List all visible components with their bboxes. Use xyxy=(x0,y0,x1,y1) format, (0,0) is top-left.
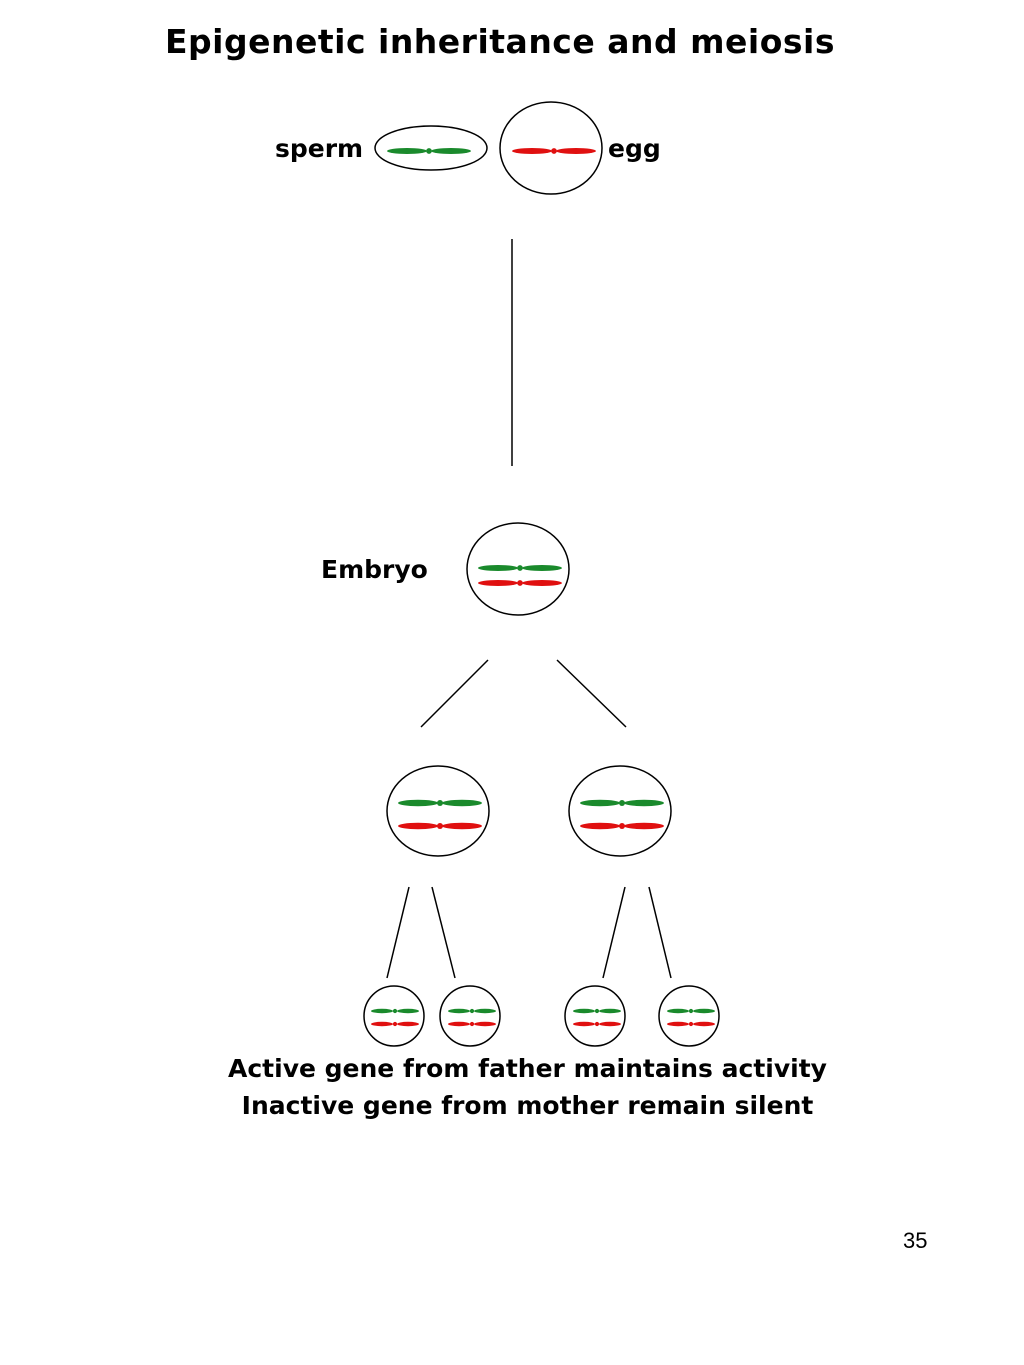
centromere xyxy=(392,1008,398,1014)
maternal-chromosome xyxy=(398,822,482,830)
daughter-cell-outline xyxy=(386,765,490,857)
chromosome-arm xyxy=(580,799,620,807)
gamete-cell xyxy=(363,985,425,1047)
chromosome-arm xyxy=(371,1021,393,1027)
chromosome-arm xyxy=(580,822,620,830)
centromere xyxy=(517,565,523,571)
chromosome-arm xyxy=(522,565,562,571)
chromosome-arm xyxy=(474,1021,496,1027)
maternal-chromosome xyxy=(478,580,562,586)
sperm-cell xyxy=(374,125,488,171)
chromosome-arm xyxy=(624,822,664,830)
sperm-cell-outline xyxy=(374,125,488,171)
chromosome-arm xyxy=(693,1008,715,1014)
centromere xyxy=(469,1008,475,1014)
chromosome-arm xyxy=(397,1021,419,1027)
maternal-chromosome xyxy=(573,1021,621,1027)
caption-line-2: Inactive gene from mother remain silent xyxy=(241,1091,814,1120)
chromosome-arm xyxy=(474,1008,496,1014)
maternal-chromosome xyxy=(512,148,596,154)
maternal-chromosome xyxy=(667,1021,715,1027)
gamete-cell xyxy=(564,985,626,1047)
chromosome-arm xyxy=(573,1008,595,1014)
chromosome-arm xyxy=(624,799,664,807)
division-line xyxy=(556,659,627,728)
centromere xyxy=(426,148,432,154)
chromosome-arm xyxy=(442,799,482,807)
division-line xyxy=(420,659,489,728)
maternal-chromosome xyxy=(371,1021,419,1027)
paternal-chromosome xyxy=(448,1008,496,1014)
centromere xyxy=(436,822,444,830)
slide-title: Epigenetic inheritance and meiosis xyxy=(165,22,835,61)
paternal-chromosome xyxy=(371,1008,419,1014)
daughter-cell-outline xyxy=(568,765,672,857)
chromosome-arm xyxy=(442,822,482,830)
paternal-chromosome xyxy=(387,148,471,154)
page-number: 35 xyxy=(903,1228,928,1253)
chromosome-arm xyxy=(667,1021,689,1027)
maternal-chromosome xyxy=(448,1021,496,1027)
centromere xyxy=(551,148,557,154)
chromosome-arm xyxy=(431,148,471,154)
centromere xyxy=(594,1021,600,1027)
egg-cell-outline xyxy=(499,101,603,195)
chromosome-arm xyxy=(371,1008,393,1014)
division-line xyxy=(386,886,410,979)
chromosome-arm xyxy=(599,1008,621,1014)
chromosome-arm xyxy=(387,148,427,154)
embryo-cell xyxy=(466,522,570,616)
chromosome-arm xyxy=(573,1021,595,1027)
division-line xyxy=(602,886,626,979)
chromosome-arm xyxy=(398,822,438,830)
paternal-chromosome xyxy=(667,1008,715,1014)
egg-cell xyxy=(499,101,603,195)
caption-line-1: Active gene from father maintains activi… xyxy=(228,1054,827,1083)
paternal-chromosome xyxy=(573,1008,621,1014)
paternal-chromosome xyxy=(580,799,664,807)
daughter-cell xyxy=(568,765,672,857)
paternal-chromosome xyxy=(398,799,482,807)
centromere xyxy=(688,1008,694,1014)
chromosome-arm xyxy=(556,148,596,154)
egg-label: egg xyxy=(608,134,661,163)
chromosome-arm xyxy=(448,1008,470,1014)
paternal-chromosome xyxy=(478,565,562,571)
chromosome-arm xyxy=(667,1008,689,1014)
centromere xyxy=(594,1008,600,1014)
centromere xyxy=(469,1021,475,1027)
centromere xyxy=(517,580,523,586)
gamete-cell-outline xyxy=(363,985,425,1047)
chromosome-arm xyxy=(512,148,552,154)
centromere xyxy=(618,799,626,807)
division-line xyxy=(648,886,672,979)
division-line xyxy=(431,886,456,979)
centromere xyxy=(392,1021,398,1027)
chromosome-arm xyxy=(599,1021,621,1027)
chromosome-arm xyxy=(448,1021,470,1027)
centromere xyxy=(618,822,626,830)
maternal-chromosome xyxy=(580,822,664,830)
chromosome-arm xyxy=(478,565,518,571)
gamete-cell-outline xyxy=(564,985,626,1047)
centromere xyxy=(688,1021,694,1027)
centromere xyxy=(436,799,444,807)
gamete-cell-outline xyxy=(658,985,720,1047)
gamete-cell xyxy=(439,985,501,1047)
chromosome-arm xyxy=(397,1008,419,1014)
gamete-cell xyxy=(658,985,720,1047)
chromosome-arm xyxy=(522,580,562,586)
chromosome-arm xyxy=(478,580,518,586)
chromosome-arm xyxy=(398,799,438,807)
chromosome-arm xyxy=(693,1021,715,1027)
sperm-label: sperm xyxy=(275,134,364,163)
embryo-label: Embryo xyxy=(321,555,428,584)
gamete-cell-outline xyxy=(439,985,501,1047)
daughter-cell xyxy=(386,765,490,857)
embryo-cell-outline xyxy=(466,522,570,616)
